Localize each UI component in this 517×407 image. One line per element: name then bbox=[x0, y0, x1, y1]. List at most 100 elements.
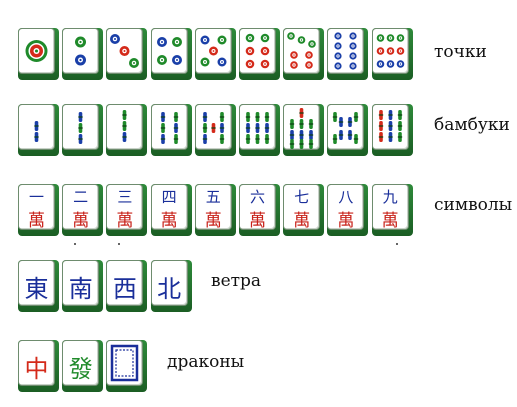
mahjong-tile bbox=[239, 28, 280, 80]
tile-row-dots bbox=[0, 28, 517, 88]
stray-marks bbox=[0, 240, 517, 250]
tile-face bbox=[239, 184, 276, 230]
tile-face bbox=[106, 260, 144, 306]
mahjong-tile bbox=[194, 28, 236, 80]
tile-row-dragons: 中發 bbox=[0, 340, 517, 400]
tile-face bbox=[327, 28, 365, 74]
tile-face bbox=[283, 28, 321, 74]
tile-face bbox=[106, 184, 144, 230]
mahjong-tile: 二萬 bbox=[62, 184, 104, 236]
bamboo-pattern-icon bbox=[245, 112, 270, 144]
character-number-glyph: 六 bbox=[249, 188, 265, 206]
dots-pattern-icon bbox=[287, 32, 316, 69]
mahjong-tile: 東 bbox=[18, 260, 59, 312]
dots-pattern-icon bbox=[376, 34, 404, 68]
tile-face bbox=[194, 104, 232, 150]
mahjong-tile bbox=[283, 104, 325, 156]
tile-row-bamboo bbox=[0, 104, 517, 164]
tile-face bbox=[283, 184, 321, 230]
mahjong-tile bbox=[18, 28, 59, 80]
tile-face bbox=[150, 260, 188, 306]
tile-face bbox=[62, 28, 100, 74]
character-suit-glyph: 萬 bbox=[293, 211, 311, 231]
tile-face bbox=[150, 28, 188, 74]
mahjong-tile bbox=[18, 104, 59, 156]
mahjong-tile bbox=[150, 104, 192, 156]
dots-pattern-icon bbox=[25, 40, 48, 62]
tile-face bbox=[18, 340, 55, 386]
honor-glyph: 發 bbox=[68, 355, 93, 383]
mahjong-tile bbox=[371, 104, 413, 156]
character-suit-glyph: 萬 bbox=[249, 211, 266, 231]
bamboo-pattern-icon bbox=[333, 112, 359, 144]
dots-pattern-icon bbox=[75, 36, 87, 66]
mahjong-tile: 七萬 bbox=[283, 184, 325, 236]
mahjong-tile bbox=[239, 104, 280, 156]
bamboo-pattern-icon bbox=[34, 121, 39, 142]
dots-pattern-icon bbox=[245, 33, 270, 69]
honor-glyph: 東 bbox=[24, 275, 49, 303]
stray-mark bbox=[74, 243, 76, 245]
mahjong-tile bbox=[62, 28, 104, 80]
row-label-dragons: драконы bbox=[167, 352, 245, 372]
tile-face bbox=[62, 340, 100, 386]
tile-face bbox=[62, 260, 100, 306]
honor-glyph: 北 bbox=[157, 275, 182, 303]
tile-face bbox=[150, 184, 188, 230]
bamboo-pattern-icon bbox=[378, 110, 402, 142]
tile-face bbox=[194, 184, 232, 230]
mahjong-tile: 四萬 bbox=[150, 184, 192, 236]
mahjong-tile bbox=[327, 104, 369, 156]
character-number-glyph: 二 bbox=[73, 188, 89, 206]
tile-face bbox=[62, 184, 100, 230]
bamboo-pattern-icon bbox=[202, 112, 224, 144]
tile-face bbox=[371, 184, 409, 230]
white-dragon-frame-icon bbox=[111, 344, 139, 382]
mahjong-tile bbox=[194, 104, 236, 156]
tile-face bbox=[327, 104, 365, 150]
mahjong-tile: 南 bbox=[62, 260, 104, 312]
character-number-glyph: 四 bbox=[161, 188, 177, 206]
character-number-glyph: 七 bbox=[294, 188, 310, 206]
character-number-glyph: 八 bbox=[338, 188, 354, 206]
dots-pattern-icon bbox=[110, 34, 140, 68]
bamboo-pattern-icon bbox=[122, 110, 128, 142]
tile-face bbox=[150, 104, 188, 150]
row-label-characters: символы bbox=[434, 195, 513, 215]
row-label-winds: ветра bbox=[211, 271, 262, 291]
bamboo-pattern-icon bbox=[160, 112, 178, 144]
mahjong-tile bbox=[150, 28, 192, 80]
tile-row-characters: 一萬二萬三萬四萬五萬六萬七萬八萬九萬 bbox=[0, 184, 517, 244]
tile-row-winds: 東南西北 bbox=[0, 260, 517, 320]
character-suit-glyph: 萬 bbox=[160, 211, 178, 231]
honor-glyph: 中 bbox=[24, 355, 49, 383]
mahjong-tile: 五萬 bbox=[194, 184, 236, 236]
mahjong-tile: 中 bbox=[18, 340, 59, 392]
mahjong-tile bbox=[106, 104, 148, 156]
mahjong-tile: 發 bbox=[62, 340, 104, 392]
mahjong-tile: 三萬 bbox=[106, 184, 148, 236]
mahjong-tile: 九萬 bbox=[371, 184, 413, 236]
tile-face bbox=[327, 184, 365, 230]
mahjong-tile: 八萬 bbox=[327, 184, 369, 236]
character-suit-glyph: 萬 bbox=[204, 211, 222, 231]
character-number-glyph: 五 bbox=[205, 188, 221, 206]
character-number-glyph: 一 bbox=[28, 188, 44, 206]
honor-glyph: 西 bbox=[112, 275, 137, 303]
mahjong-tile bbox=[283, 28, 325, 80]
bamboo-pattern-icon bbox=[289, 108, 314, 149]
dots-pattern-icon bbox=[156, 37, 182, 65]
character-suit-glyph: 萬 bbox=[72, 211, 90, 231]
character-suit-glyph: 萬 bbox=[28, 211, 45, 231]
character-suit-glyph: 萬 bbox=[116, 211, 134, 231]
mahjong-tile: 北 bbox=[150, 260, 192, 312]
mahjong-tile bbox=[106, 28, 148, 80]
tile-face bbox=[18, 104, 55, 150]
mahjong-tile bbox=[327, 28, 369, 80]
character-suit-glyph: 萬 bbox=[381, 211, 399, 231]
character-number-glyph: 九 bbox=[382, 188, 398, 206]
character-suit-glyph: 萬 bbox=[337, 211, 355, 231]
row-label-dots: точки bbox=[434, 42, 487, 62]
tile-face bbox=[239, 28, 276, 74]
stray-mark bbox=[396, 243, 398, 245]
